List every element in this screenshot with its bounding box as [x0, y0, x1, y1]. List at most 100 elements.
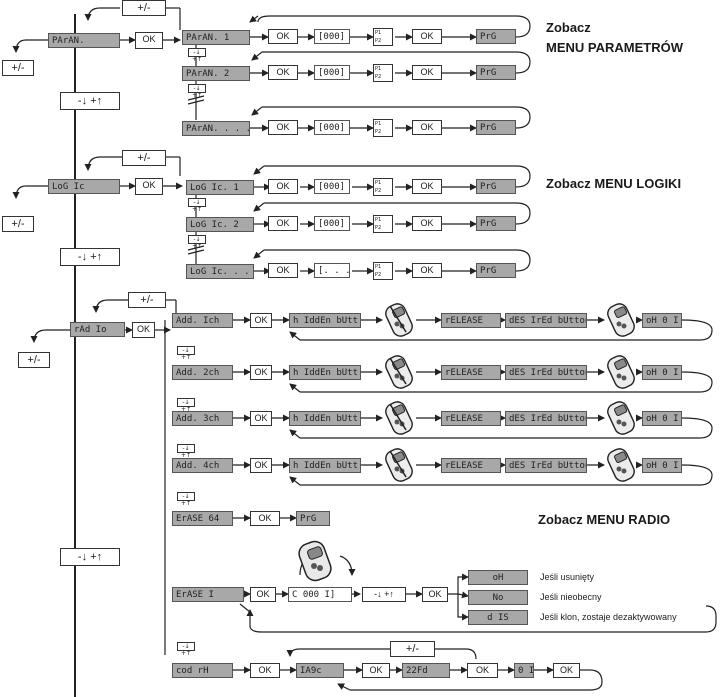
- plus-minus-key[interactable]: +/-: [128, 292, 166, 308]
- p2-label: P2: [375, 187, 392, 195]
- ok-button[interactable]: OK: [553, 663, 580, 678]
- ok-button[interactable]: OK: [268, 29, 298, 44]
- plus-minus-key[interactable]: +/-: [122, 150, 166, 166]
- ok-button[interactable]: OK: [268, 120, 298, 135]
- p1-label: P1: [375, 29, 392, 37]
- down-up-key[interactable]: -↓ +↑: [60, 92, 120, 110]
- lcd-erase-1: ErASE I: [172, 587, 244, 602]
- lcd-erase-64: ErASE 64: [172, 511, 233, 526]
- remote-control-icon: [384, 354, 414, 390]
- lcd-param-1: PArAN. 1: [182, 30, 250, 45]
- p2-label: P2: [375, 271, 392, 279]
- remote-control-icon: [606, 447, 636, 483]
- lcd-value: [000]: [314, 29, 350, 44]
- p1-label: P1: [375, 120, 392, 128]
- ok-button[interactable]: OK: [412, 179, 442, 194]
- ok-button[interactable]: OK: [412, 65, 442, 80]
- p1-label: P1: [375, 179, 392, 187]
- ok-button[interactable]: OK: [250, 458, 272, 473]
- down-up-key[interactable]: -↓ +↑: [60, 248, 120, 266]
- lcd-hidden-button: h IddEn bUtt: [289, 365, 361, 380]
- plus-minus-key[interactable]: +/-: [18, 352, 50, 368]
- mini-down-up-key[interactable]: -↓ +↑: [177, 398, 195, 407]
- ok-button[interactable]: OK: [250, 411, 272, 426]
- lcd-value: [000]: [314, 179, 350, 194]
- ok-button[interactable]: OK: [412, 120, 442, 135]
- mini-down-up-key[interactable]: -↓ +↑: [188, 198, 206, 207]
- lcd-prg: PrG: [476, 65, 516, 80]
- lcd-cod-rh: cod rH: [172, 663, 233, 678]
- mini-down-up-key[interactable]: -↓ +↑: [188, 84, 206, 93]
- ok-button[interactable]: OK: [250, 587, 276, 602]
- lcd-code-2: 22Fd: [402, 663, 450, 678]
- lcd-param-menu: PArAN.: [48, 33, 120, 48]
- plus-minus-key[interactable]: +/-: [2, 216, 34, 232]
- lcd-add-channel: Add. 2ch: [172, 365, 233, 380]
- ok-button[interactable]: OK: [250, 511, 280, 526]
- lcd-param-n: PArAN. . . .: [182, 121, 250, 136]
- ok-button[interactable]: OK: [250, 313, 272, 328]
- ok-button[interactable]: OK: [132, 322, 155, 338]
- lcd-ok01: oH 0 I: [642, 458, 682, 473]
- mini-down-up-key[interactable]: -↓ +↑: [177, 346, 195, 355]
- ok-button[interactable]: OK: [467, 663, 498, 678]
- ok-button[interactable]: OK: [268, 65, 298, 80]
- p2-label: P2: [375, 37, 392, 45]
- mini-down-up-key[interactable]: -↓ +↑: [188, 48, 206, 57]
- remote-control-icon: [606, 400, 636, 436]
- lcd-prg: PrG: [296, 511, 330, 526]
- remote-control-icon: [606, 302, 636, 338]
- ok-button[interactable]: OK: [362, 663, 390, 678]
- lcd-add-channel: Add. Ich: [172, 313, 233, 328]
- lcd-value: [000]: [314, 120, 350, 135]
- mini-down-up-key[interactable]: -↓ +↑: [177, 642, 195, 651]
- ok-button[interactable]: OK: [250, 365, 272, 380]
- lcd-logic-n: LoG Ic. . . .: [186, 264, 254, 279]
- ok-button[interactable]: OK: [412, 263, 442, 278]
- heading-menu-parametrow: MENU PARAMETRÓW: [546, 40, 683, 56]
- ok-button[interactable]: OK: [135, 32, 163, 49]
- p1-label: P1: [375, 216, 392, 224]
- remote-control-icon: [384, 447, 414, 483]
- lcd-logic-1: LoG Ic. 1: [186, 180, 254, 195]
- mini-down-up-key[interactable]: -↓ +↑: [177, 492, 195, 501]
- lcd-hidden-button: h IddEn bUtt: [289, 458, 361, 473]
- lcd-desired-button: dES IrEd bUtton: [505, 365, 587, 380]
- mini-down-up-key[interactable]: -↓ +↑: [188, 235, 206, 244]
- ok-button[interactable]: OK: [135, 178, 163, 195]
- ok-button[interactable]: OK: [268, 263, 298, 278]
- mini-down-up-key[interactable]: -↓ +↑: [177, 444, 195, 453]
- p2-label: P2: [375, 224, 392, 232]
- ok-button[interactable]: OK: [412, 29, 442, 44]
- down-up-key[interactable]: -↓ +↑: [362, 587, 406, 602]
- plus-minus-key[interactable]: +/-: [390, 641, 435, 657]
- heading-menu-radio: Zobacz MENU RADIO: [538, 512, 670, 528]
- remote-control-icon: [606, 354, 636, 390]
- heading-menu-logiki: Zobacz MENU LOGIKI: [546, 176, 681, 192]
- lcd-result-ok: oH: [468, 570, 528, 585]
- plus-minus-key[interactable]: +/-: [122, 0, 166, 16]
- lcd-result-dis: d IS: [468, 610, 528, 625]
- lcd-result-no: No: [468, 590, 528, 605]
- lcd-release: rELEASE: [441, 365, 501, 380]
- lcd-release: rELEASE: [441, 411, 501, 426]
- lcd-prg: PrG: [476, 216, 516, 231]
- ok-button[interactable]: OK: [268, 216, 298, 231]
- ok-button[interactable]: OK: [422, 587, 448, 602]
- ok-button[interactable]: OK: [250, 663, 280, 678]
- down-up-key[interactable]: -↓ +↑: [60, 548, 120, 566]
- lcd-add-channel: Add. 4ch: [172, 458, 233, 473]
- ok-button[interactable]: OK: [268, 179, 298, 194]
- lcd-prg: PrG: [476, 263, 516, 278]
- lcd-ok01: oH 0 I: [642, 313, 682, 328]
- lcd-hidden-button: h IddEn bUtt: [289, 411, 361, 426]
- note-clone: Jeśli klon, zostaje dezaktywowany: [540, 612, 677, 622]
- plus-minus-key[interactable]: +/-: [2, 60, 34, 76]
- ok-button[interactable]: OK: [412, 216, 442, 231]
